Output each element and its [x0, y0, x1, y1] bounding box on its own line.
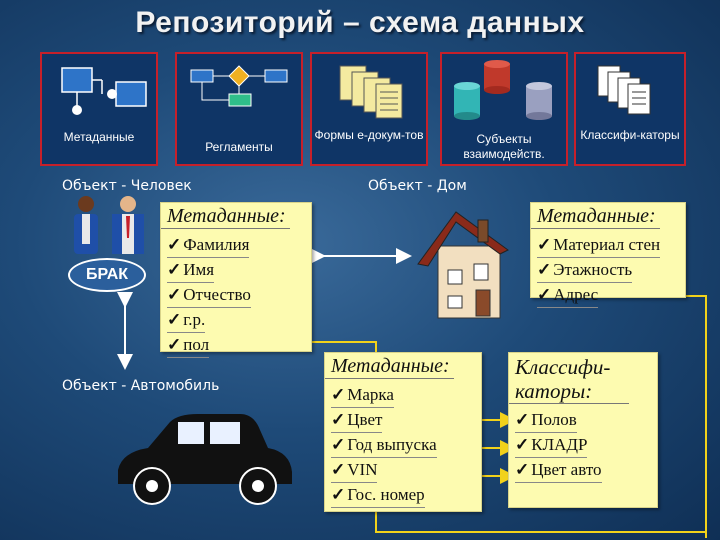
list-item: Марка [331, 383, 394, 408]
panel-label: Метаданные [63, 130, 135, 144]
list-item: VIN [331, 458, 378, 483]
note-heading: Метаданные: [161, 203, 290, 229]
list-item: Адрес [537, 283, 599, 308]
object-person-label: Объект - Человек [62, 178, 192, 194]
list-item: КЛАДР [515, 433, 588, 458]
documents-icon [339, 65, 403, 119]
panel-label: Регламенты [205, 140, 273, 154]
list-item: пол [167, 333, 210, 358]
object-car-label: Объект - Автомобиль [62, 378, 220, 394]
flowchart-icon [190, 65, 288, 107]
car-metadata-note: Метаданные: Марка Цвет Год выпуска VIN Г… [324, 352, 482, 512]
stacked-pages-icon [597, 65, 651, 115]
house-metadata-note: Метаданные: Материал стен Этажность Адре… [530, 202, 686, 308]
list-item: Этажность [537, 258, 633, 283]
panel-label: Классифи-каторы [580, 128, 680, 142]
metadata-diagram-icon [61, 67, 147, 115]
list-item: Цвет авто [515, 458, 602, 483]
panel-forms[interactable]: Формы е-докум-тов [310, 52, 428, 166]
note-heading: Метаданные: [325, 353, 454, 379]
people-icon [74, 196, 144, 254]
page-title: Репозиторий – схема данных [135, 6, 585, 39]
house-icon [417, 211, 509, 319]
list-item: Гос. номер [331, 483, 425, 508]
list-item: Материал стен [537, 233, 661, 258]
list-item: Полов [515, 408, 577, 433]
list-item: Год выпуска [331, 433, 437, 458]
note-heading: Классифи-каторы: [509, 353, 629, 404]
person-metadata-note: Метаданные: Фамилия Имя Отчество г.р. по… [160, 202, 312, 358]
panel-regulations[interactable]: Регламенты [175, 52, 303, 166]
panel-subjects[interactable]: Субъекты взаимодейств. [440, 52, 568, 166]
classifiers-note: Классифи-каторы: Полов КЛАДР Цвет авто [508, 352, 658, 508]
marriage-badge: БРАК [68, 258, 146, 292]
databases-icon [454, 60, 552, 120]
panel-label: Формы е-докум-тов [314, 128, 424, 142]
panel-classifiers[interactable]: Классифи-каторы [574, 52, 686, 166]
list-item: Цвет [331, 408, 383, 433]
list-item: г.р. [167, 308, 206, 333]
note-heading: Метаданные: [531, 203, 660, 229]
list-item: Отчество [167, 283, 251, 308]
object-house-label: Объект - Дом [368, 178, 467, 194]
list-item: Фамилия [167, 233, 250, 258]
panel-label: Субъекты взаимодейств. [463, 132, 545, 161]
car-icon [118, 414, 292, 505]
panel-metadata[interactable]: Метаданные [40, 52, 158, 166]
list-item: Имя [167, 258, 215, 283]
